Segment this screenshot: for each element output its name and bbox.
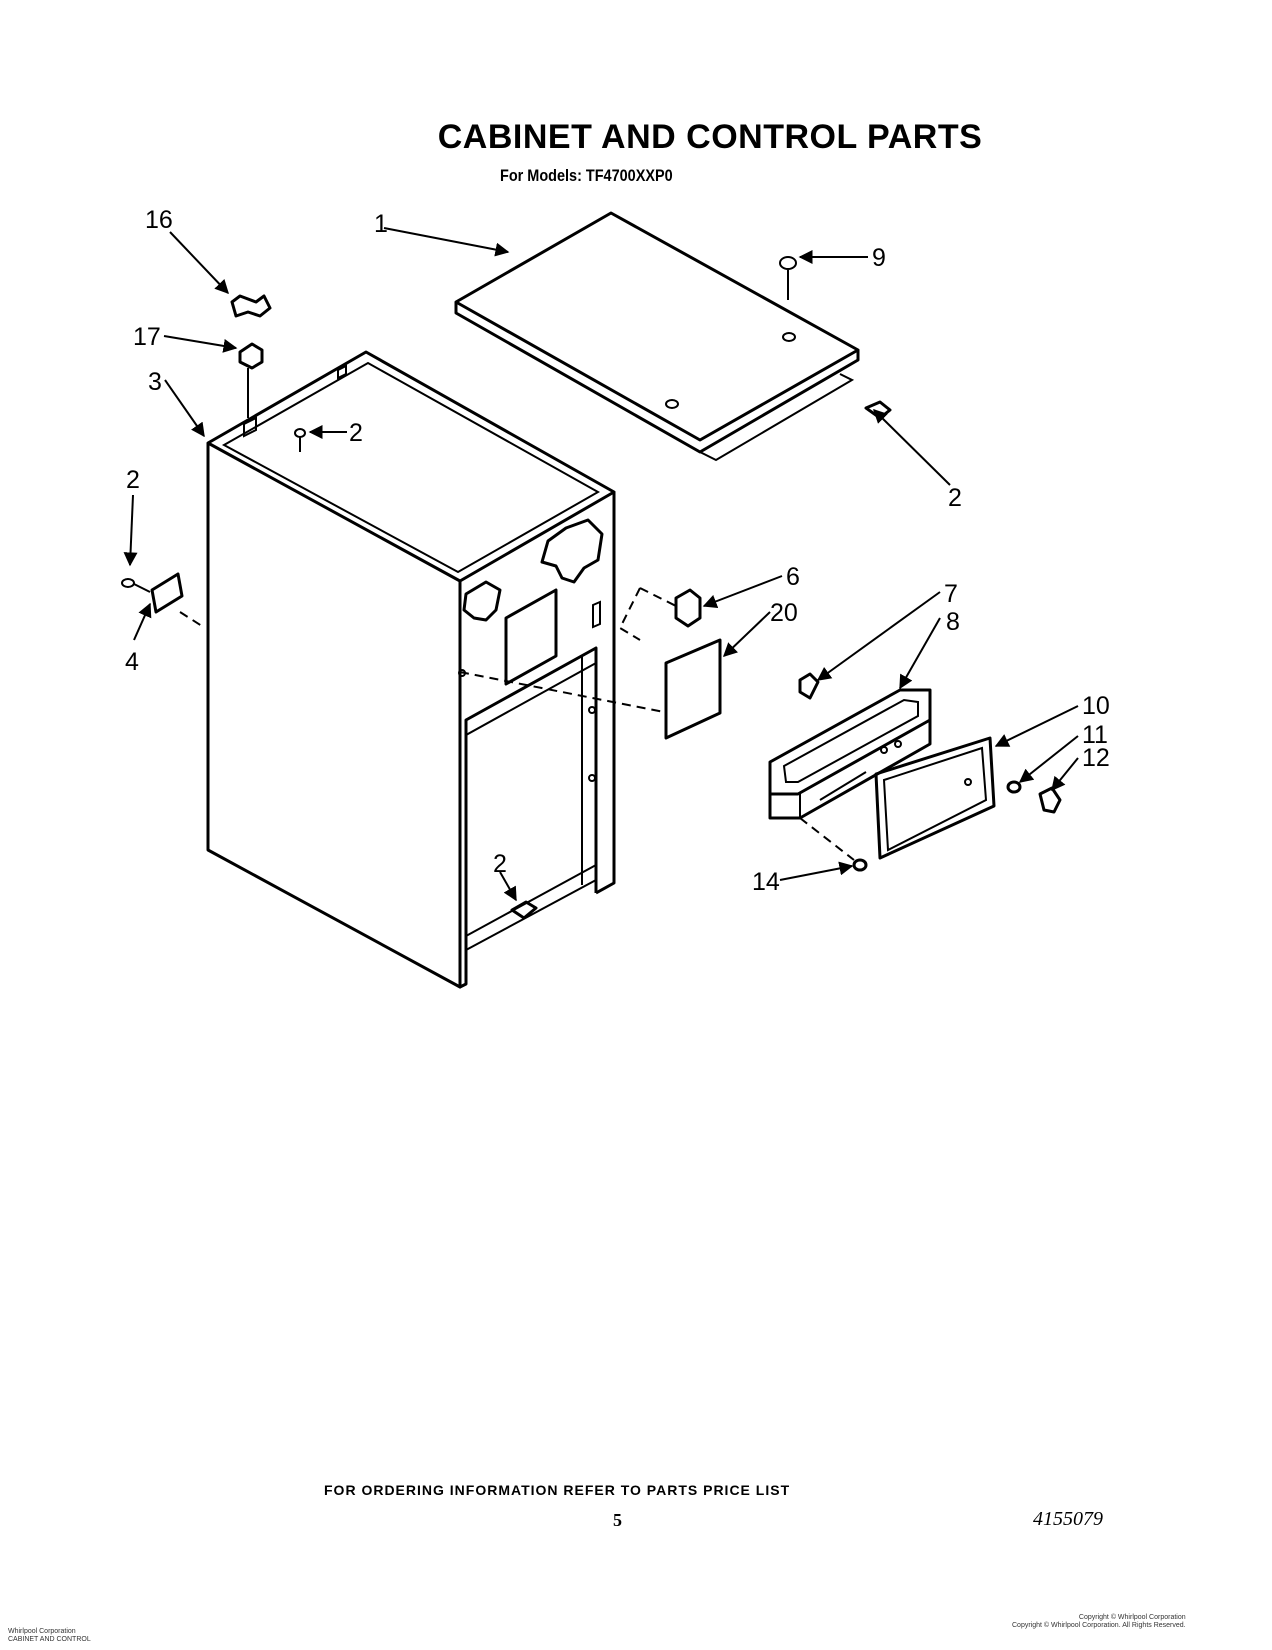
top-panel-part [454, 211, 860, 462]
callout-11: 11 [1082, 721, 1108, 749]
fine-print-right: Copyright © Whirlpool Corporation Copyri… [1012, 1614, 1186, 1630]
switch-6-part [618, 587, 702, 641]
bracket-16-part [230, 294, 272, 318]
ordering-information-note: FOR ORDERING INFORMATION REFER TO PARTS … [324, 1482, 791, 1498]
callout-2-top-inner: 2 [349, 419, 363, 447]
panel-20-part [459, 638, 722, 740]
callout-3: 3 [148, 368, 162, 396]
fine-print-right-line: Copyright © Whirlpool Corporation [1078, 1614, 1186, 1621]
cabinet-part [206, 350, 616, 989]
callout-8: 8 [946, 608, 960, 636]
callout-20: 20 [770, 599, 798, 627]
callout-2-bottom: 2 [493, 850, 507, 878]
callout-17: 17 [133, 323, 161, 351]
page-number: 5 [613, 1510, 622, 1530]
leader-lines [123, 227, 1079, 902]
screw-14-part [799, 817, 868, 872]
callout-10: 10 [1082, 692, 1110, 720]
callout-14: 14 [752, 868, 780, 896]
overlay-10-part [874, 736, 996, 860]
models-subtitle: For Models: TF4700XXP0 [500, 166, 673, 185]
document-number: 4155079 [1033, 1508, 1103, 1530]
callout-9: 9 [872, 244, 886, 272]
knob-12-part [1038, 786, 1062, 814]
washer-11-part [1006, 780, 1022, 794]
fine-print-left: Whirlpool Corporation CABINET AND CONTRO… [8, 1628, 91, 1644]
fine-print-left-line: CABINET AND CONTROL [8, 1636, 91, 1643]
screw-top-right-part [864, 400, 892, 420]
fine-print-left-line: Whirlpool Corporation [8, 1628, 76, 1635]
callout-4: 4 [125, 648, 139, 676]
callout-6: 6 [786, 563, 800, 591]
screw-bottom-part [510, 900, 538, 920]
plug-part [779, 256, 797, 300]
callout-1: 1 [374, 210, 388, 238]
clip-17-part [238, 342, 264, 418]
screw-top-inner-part [294, 428, 306, 452]
callout-12: 12 [1082, 744, 1110, 772]
page-title: CABINET AND CONTROL PARTS [437, 118, 983, 156]
control-panel-8-part [768, 688, 932, 820]
callout-16: 16 [145, 206, 173, 234]
callout-7: 7 [944, 580, 958, 608]
callout-2-top-right: 2 [948, 484, 962, 512]
fine-print-right-line: Copyright © Whirlpool Corporation. All R… [1012, 1622, 1186, 1629]
callout-2-left: 2 [126, 466, 140, 494]
bracket-7-part [798, 672, 820, 700]
plate-4-part [121, 572, 206, 629]
